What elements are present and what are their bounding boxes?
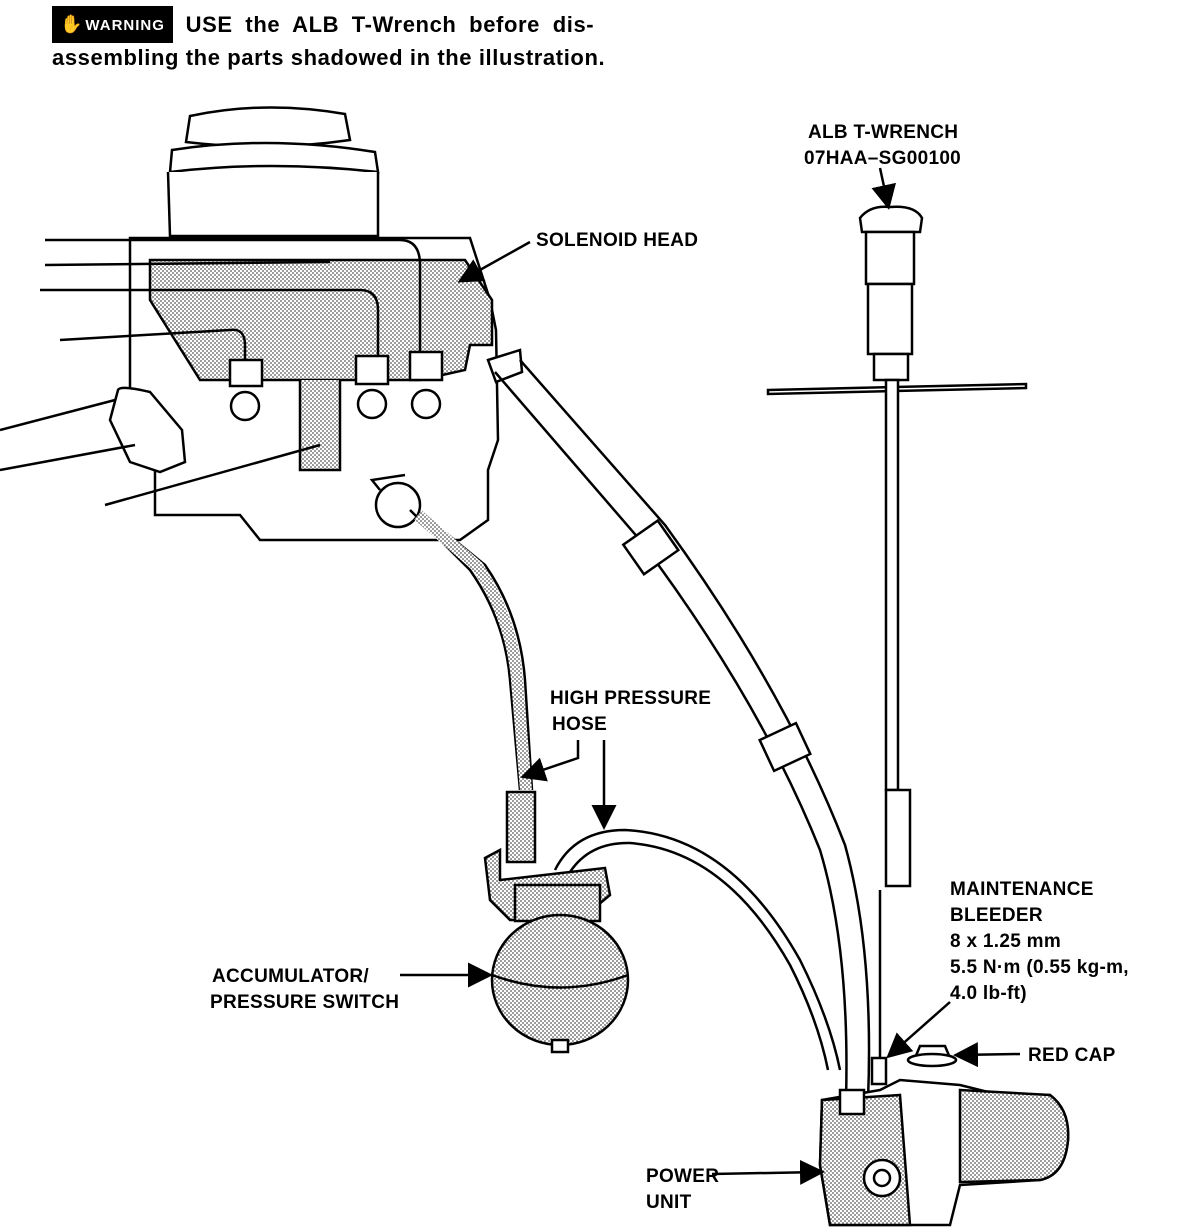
reservoir-body xyxy=(166,171,380,238)
flare-nut-mid xyxy=(354,354,390,386)
alb-t-wrench xyxy=(766,205,1028,1058)
label-accum-line-1: ACCUMULATOR/ xyxy=(212,966,369,987)
label-tool-part-number: 07HAA–SG00100 xyxy=(804,148,962,169)
arrow-power-unit xyxy=(711,1159,825,1185)
outlet-fitting xyxy=(374,481,422,529)
accumulator xyxy=(483,828,842,1071)
side-valve xyxy=(108,386,187,474)
label-hose-line-2: HOSE xyxy=(552,714,608,735)
label-red-cap: RED CAP xyxy=(1028,1045,1116,1066)
label-maint-line-2: BLEEDER xyxy=(950,905,1043,926)
red-cap xyxy=(906,1044,958,1068)
flare-nut-right xyxy=(408,350,444,382)
brake-pipe-2 xyxy=(40,288,380,355)
callout-arrows xyxy=(400,167,1021,1185)
brake-pipe-4 xyxy=(44,260,331,267)
power-unit xyxy=(818,1056,1070,1227)
flare-nut-left xyxy=(228,358,264,388)
label-maint-line-5: 4.0 lb-ft) xyxy=(950,983,1027,1004)
brake-pipe-3 xyxy=(59,328,247,370)
label-maint-line-4: 5.5 N·m (0.55 kg-m, xyxy=(950,957,1129,978)
label-power-line-2: UNIT xyxy=(646,1192,692,1213)
label-solenoid-head: SOLENOID HEAD xyxy=(536,230,699,251)
warning-text-1: USE the ALB T-Wrench before dis- xyxy=(185,12,595,37)
label-maint-line-3: 8 x 1.25 mm xyxy=(950,931,1062,952)
fitting-left xyxy=(229,390,261,422)
label-hose-line-1: HIGH PRESSURE xyxy=(550,688,712,709)
high-pressure-hose xyxy=(409,509,537,864)
warning-badge: ✋WARNING xyxy=(52,6,173,43)
reservoir-collar xyxy=(168,141,380,174)
arrow-solenoid xyxy=(457,240,531,283)
arrow-bleeder xyxy=(886,1001,951,1059)
modulator-assembly xyxy=(0,106,524,542)
fitting-mid xyxy=(356,388,388,420)
arrow-twrench xyxy=(871,167,896,210)
label-power-line-1: POWER xyxy=(646,1166,720,1187)
label-maint-line-1: MAINTENANCE xyxy=(950,879,1094,900)
warning-badge-text: WARNING xyxy=(85,17,165,34)
arrow-red-cap xyxy=(953,1042,1021,1068)
label-accum-line-2: PRESSURE SWITCH xyxy=(210,992,400,1013)
warning-line-1: ✋WARNING USE the ALB T-Wrench before dis… xyxy=(52,6,672,43)
label-tool-name: ALB T-WRENCH xyxy=(808,122,959,143)
return-hose xyxy=(494,359,871,1101)
arrow-hose-a xyxy=(520,740,580,782)
warning-block: ✋WARNING USE the ALB T-Wrench before dis… xyxy=(52,6,672,73)
solenoid-lower-shade xyxy=(298,380,342,472)
reservoir-cap xyxy=(184,106,352,148)
hand-icon: ✋ xyxy=(60,14,84,34)
brake-pipe-1 xyxy=(45,238,422,360)
fitting-right xyxy=(410,388,442,420)
warning-text-2: assembling the parts shadowed in the ill… xyxy=(52,45,606,70)
